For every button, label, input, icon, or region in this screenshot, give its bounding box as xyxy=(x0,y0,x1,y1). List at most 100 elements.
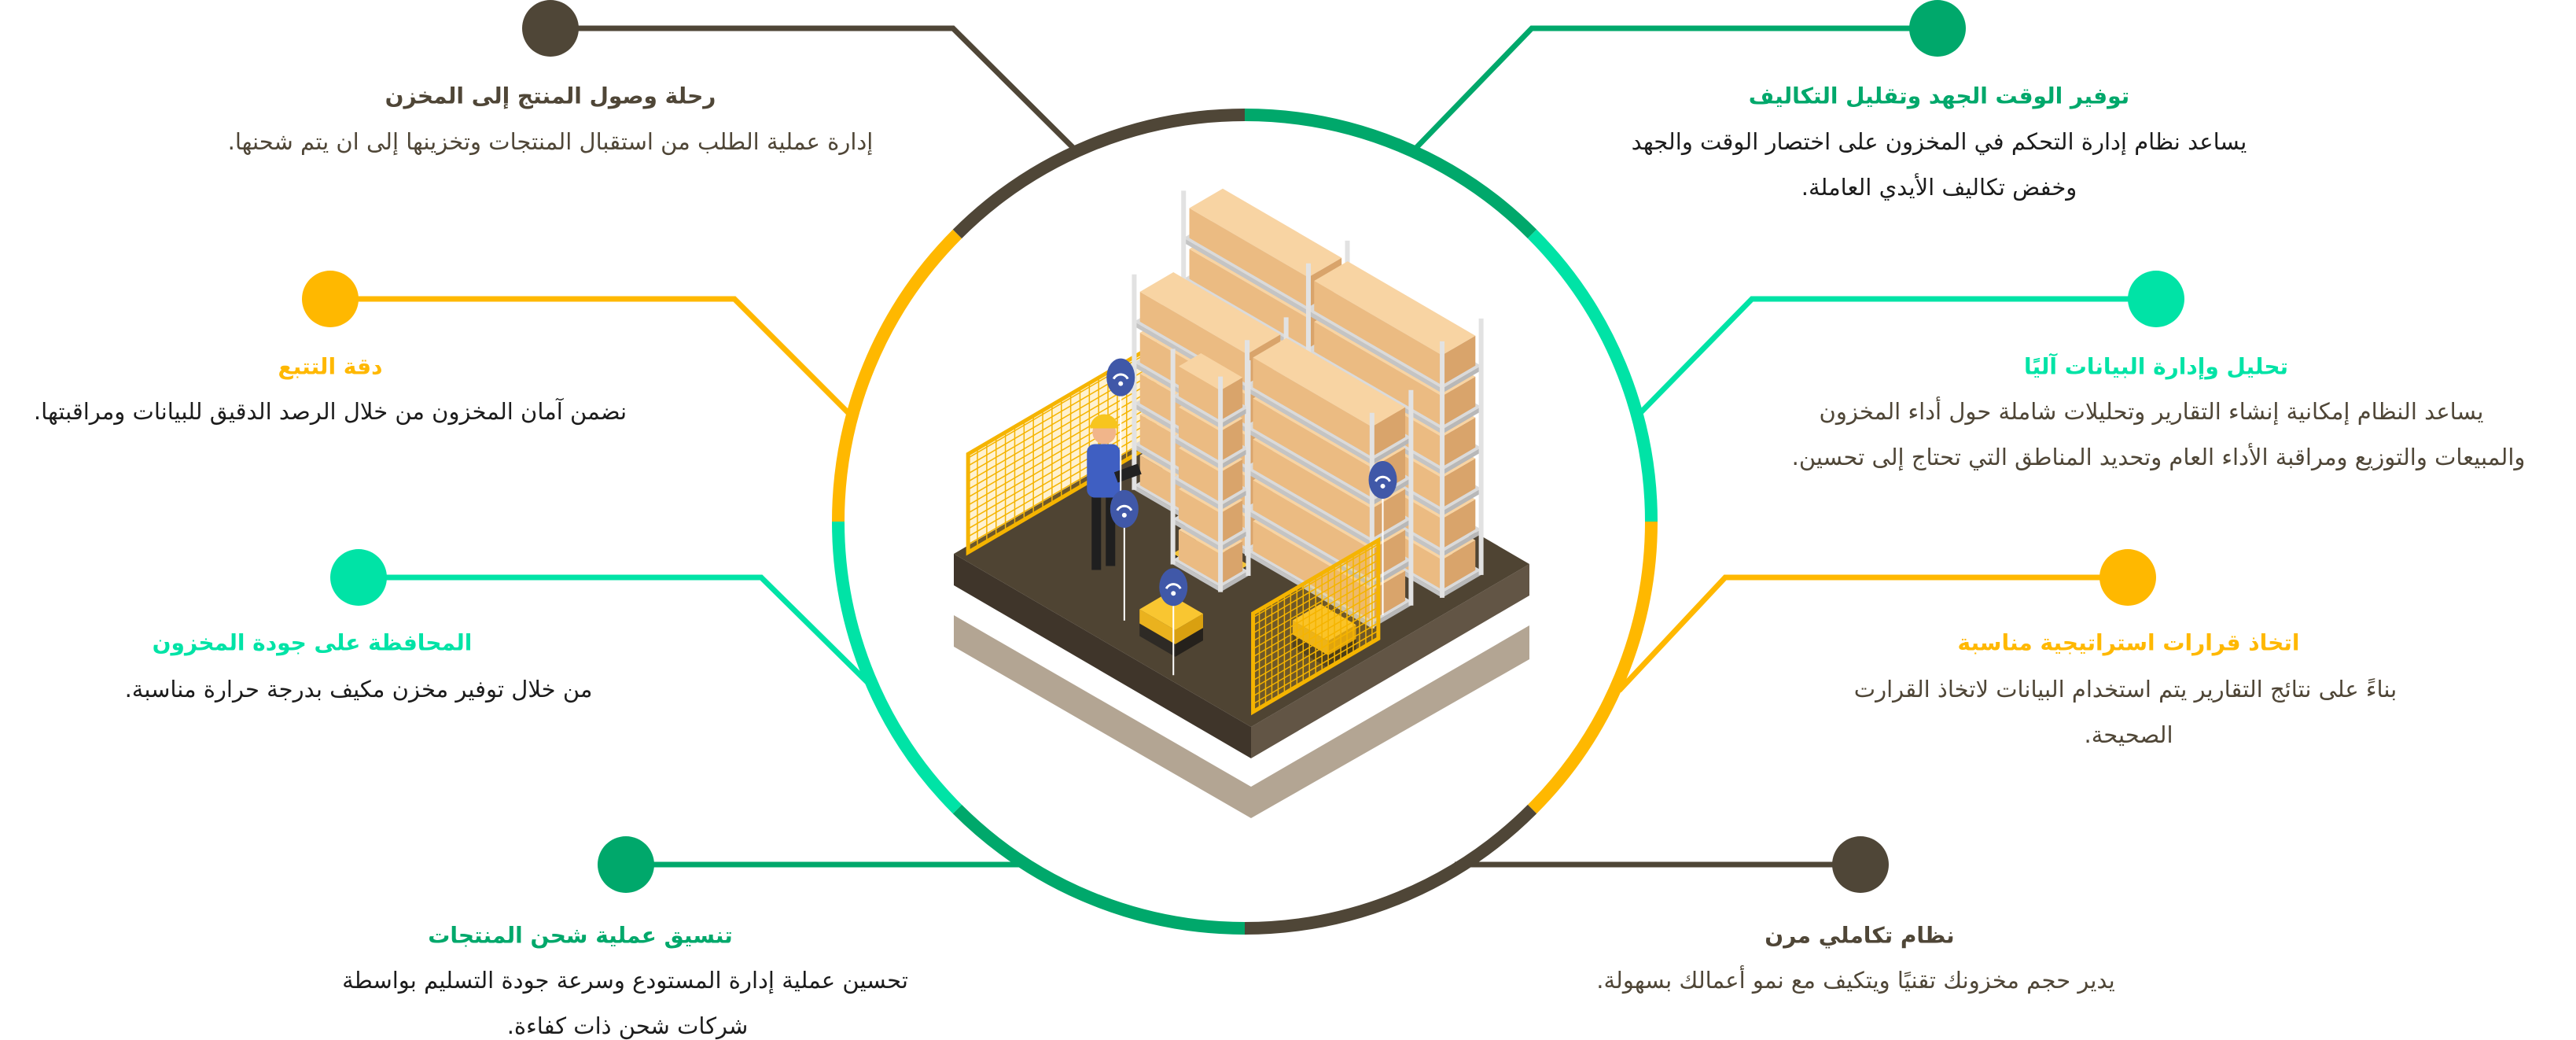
warehouse-illustration xyxy=(954,188,1529,818)
feature-desc-flexible-system: يدير حجم مخزونك تقنيًا ويتكيف مع نمو أعم… xyxy=(1596,967,2115,994)
shelf-mobile-board-side xyxy=(1220,448,1249,470)
feature-ring xyxy=(832,109,1658,935)
shelf-mobile-cartons-side xyxy=(1220,418,1243,462)
shelf-row-back-left-cartons-top xyxy=(1189,188,1342,278)
wifi-icon xyxy=(1110,489,1139,528)
shelf-mobile-board-side xyxy=(1220,529,1249,551)
wifi-icon-wave xyxy=(1374,475,1391,482)
shelf-row-mid-right-cartons-side xyxy=(1253,357,1372,457)
connector-dot xyxy=(522,0,579,57)
shelf-row-mid-right-cartons-side xyxy=(1371,489,1406,539)
robot-right-base-side xyxy=(1328,639,1356,668)
shelf-mobile-board-side xyxy=(1220,407,1249,429)
shelf-row-back-left-cartons-side xyxy=(1189,208,1308,308)
wifi-icon-dot xyxy=(1171,591,1176,596)
feature-desc-data-analysis-line2: والمبيعات والتوزيع ومراقبة الأداء العام … xyxy=(1791,444,2526,470)
shelf-row-back-right-board-side xyxy=(1442,406,1481,434)
shelf-mobile-board-side xyxy=(1172,396,1221,429)
connector-dot xyxy=(2099,549,2156,606)
fence-wire xyxy=(967,379,1155,490)
shelf-mobile-board-side xyxy=(1172,559,1221,592)
shelf-mobile-board-side xyxy=(1172,518,1221,551)
feature-title-product-journey: رحلة وصول المنتج إلى المخزن xyxy=(385,83,716,109)
fence-wire xyxy=(1253,559,1379,634)
ring-segment xyxy=(832,521,962,814)
fence-wire xyxy=(967,403,1155,514)
shelf-row-mid-right-board-side xyxy=(1371,600,1411,629)
shelf-mobile-cartons-side xyxy=(1178,529,1220,585)
shelf-row-back-right-cartons-top xyxy=(1314,261,1476,356)
fence-wire xyxy=(1253,638,1379,713)
connector-dot xyxy=(1832,836,1889,893)
floor-side xyxy=(1251,564,1529,758)
connector-line xyxy=(1636,296,2156,417)
feature-desc-tracking-accuracy: نضمن آمان المخزون من خلال الرصد الدقيق ل… xyxy=(33,398,627,425)
feature-title-data-analysis: تحليل وإدارة البيانات آليًا xyxy=(2023,353,2289,380)
shelf-row-mid-left-cartons-side xyxy=(1139,291,1247,385)
ring-segment xyxy=(952,109,1246,239)
shelf-mobile-board-side xyxy=(1172,437,1221,470)
wifi-icon-dot xyxy=(1121,512,1127,518)
shelf-mobile-cartons-side xyxy=(1178,407,1220,462)
fence-wire xyxy=(1253,607,1379,681)
feature-desc-save-time-cost-line1: يساعد نظام إدارة التحكم في المخزون على ا… xyxy=(1631,128,2247,155)
fence-wire xyxy=(1253,599,1379,673)
shelf-row-mid-right-cartons-side xyxy=(1371,407,1406,457)
fence-wire xyxy=(1253,544,1379,618)
ring-segment xyxy=(1527,229,1658,522)
fence-wire xyxy=(967,442,1155,553)
ring-segment xyxy=(832,229,962,522)
shelf-mobile-cartons-side xyxy=(1178,489,1220,544)
robot-front-body-top xyxy=(1139,592,1203,630)
shelf-row-back-right-cartons-side xyxy=(1441,376,1476,426)
feature-title-tracking-accuracy: دقة التتبع xyxy=(278,353,383,380)
wifi-icon-wave xyxy=(1165,583,1182,590)
fence-wire xyxy=(967,387,1155,498)
shelf-row-mid-left-cartons-top xyxy=(1139,272,1281,355)
shelf-row-back-right-cartons-side xyxy=(1441,540,1476,590)
fence-wire xyxy=(967,411,1155,522)
wifi-icon-dot xyxy=(1118,381,1124,386)
feature-title-inventory-quality: المحافظة على جودة المخزون xyxy=(152,629,473,656)
ring-segment xyxy=(1527,521,1658,814)
fence-wire xyxy=(1253,591,1379,666)
connector-dot xyxy=(302,271,359,327)
shelf-row-mid-right-board-side xyxy=(1247,469,1372,547)
fence-wire xyxy=(967,434,1155,545)
shelf-row-mid-right-cartons-side xyxy=(1253,398,1372,498)
wifi-icon xyxy=(1106,358,1135,396)
shelf-mobile-cartons-side xyxy=(1178,366,1220,421)
shelf-mobile-board-side xyxy=(1172,478,1221,511)
shelf-row-back-right-cartons-side xyxy=(1441,335,1476,385)
connector-dot xyxy=(330,549,387,606)
feature-desc-shipping-coordination-line1: تحسين عملية إدارة المستودع وسرعة جودة ال… xyxy=(342,967,908,994)
robot-front-base-side xyxy=(1175,628,1203,657)
wifi-icon-dot xyxy=(1380,483,1386,489)
shelf-row-back-left-board-side xyxy=(1183,238,1308,315)
feature-desc-save-time-cost-line2: وخفض تكاليف الأيدي العاملة. xyxy=(1801,174,2077,201)
connectors xyxy=(302,0,2184,893)
shelf-row-mid-right-cartons-top xyxy=(1253,337,1406,427)
shelf-row-back-left-cartons-side xyxy=(1189,249,1308,349)
worker-leg xyxy=(1091,495,1102,570)
shelf-row-mid-right-cartons-side xyxy=(1253,480,1372,580)
feature-desc-data-analysis-line1: يساعد النظام إمكانية إنشاء التقارير وتحل… xyxy=(1819,398,2484,425)
connector-dot xyxy=(2128,271,2184,327)
shelf-row-back-right-board-side xyxy=(1442,488,1481,516)
shelf-mobile-cartons-top xyxy=(1178,353,1243,391)
ring-segment xyxy=(952,804,1246,935)
feature-title-save-time-cost: توفير الوقت الجهد وتقليل التكاليف xyxy=(1748,83,2130,109)
fence-wire xyxy=(1253,583,1379,658)
robot-right-base-side xyxy=(1292,634,1329,668)
feature-title-strategic-decisions: اتخاذ قرارات استراتيجية مناسبة xyxy=(1957,629,2300,656)
shelf-mobile-cartons-side xyxy=(1220,500,1243,544)
robot-front-base-side xyxy=(1139,623,1176,657)
fence-wire xyxy=(1253,630,1379,705)
ring-segment xyxy=(1244,109,1537,239)
floor-side xyxy=(954,554,1251,758)
shelf-mobile-cartons-side xyxy=(1178,448,1220,503)
shelf-row-back-right-board-side xyxy=(1308,310,1443,393)
shelf-row-mid-right-board-side xyxy=(1371,518,1411,547)
shelf-row-mid-right-cartons-side xyxy=(1253,439,1372,539)
